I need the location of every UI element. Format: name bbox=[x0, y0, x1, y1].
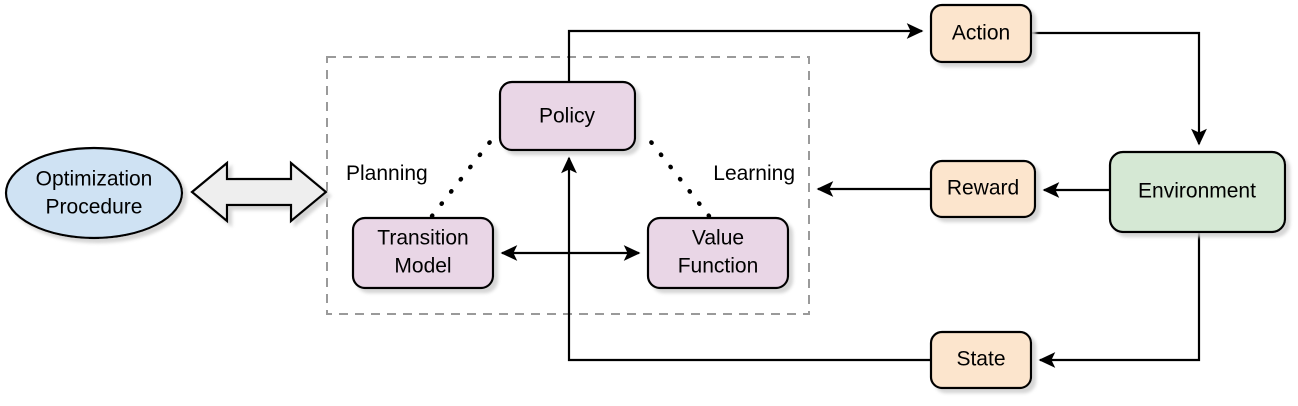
transition-model-label-line2: Model bbox=[394, 255, 451, 278]
reward-label: Reward bbox=[947, 177, 1019, 200]
environment-label: Environment bbox=[1138, 180, 1256, 203]
edge-policy-to-action bbox=[567, 23, 924, 82]
block-arrow-optimization-to-agent bbox=[190, 160, 328, 224]
node-state[interactable]: State bbox=[929, 330, 1033, 390]
edge-environment-to-state bbox=[1038, 232, 1201, 368]
node-environment[interactable]: Environment bbox=[1108, 150, 1287, 234]
state-label: State bbox=[956, 348, 1005, 371]
optimization-procedure-label-line1: Optimization bbox=[36, 168, 153, 191]
transition-model-box[interactable] bbox=[351, 216, 495, 290]
node-value-function[interactable]: Value Function bbox=[646, 216, 790, 290]
transition-model-label-line1: Transition bbox=[377, 227, 468, 250]
edge-planning-dotted bbox=[429, 130, 500, 219]
node-policy[interactable]: Policy bbox=[498, 80, 637, 152]
state-box[interactable] bbox=[929, 330, 1033, 390]
node-optimization-procedure[interactable]: Optimization Procedure bbox=[4, 146, 184, 240]
planning-label: Planning bbox=[346, 162, 428, 185]
edge-state-to-policy bbox=[561, 156, 931, 362]
value-function-label-line2: Function bbox=[678, 255, 759, 278]
action-label: Action bbox=[952, 22, 1010, 45]
node-action[interactable]: Action bbox=[929, 3, 1033, 64]
optimization-procedure-ellipse[interactable] bbox=[4, 146, 184, 240]
learning-label: Learning bbox=[713, 162, 795, 185]
policy-box[interactable] bbox=[498, 80, 637, 152]
edge-learning-dotted bbox=[641, 130, 712, 219]
environment-box[interactable] bbox=[1108, 150, 1287, 234]
value-function-box[interactable] bbox=[646, 216, 790, 290]
edge-action-to-environment bbox=[1031, 31, 1207, 146]
reward-box[interactable] bbox=[929, 159, 1037, 219]
node-transition-model[interactable]: Transition Model bbox=[351, 216, 495, 290]
action-box[interactable] bbox=[929, 3, 1033, 64]
policy-label: Policy bbox=[539, 105, 596, 128]
value-function-label-line1: Value bbox=[692, 227, 744, 250]
node-reward[interactable]: Reward bbox=[929, 159, 1037, 219]
optimization-procedure-label-line2: Procedure bbox=[46, 196, 143, 219]
